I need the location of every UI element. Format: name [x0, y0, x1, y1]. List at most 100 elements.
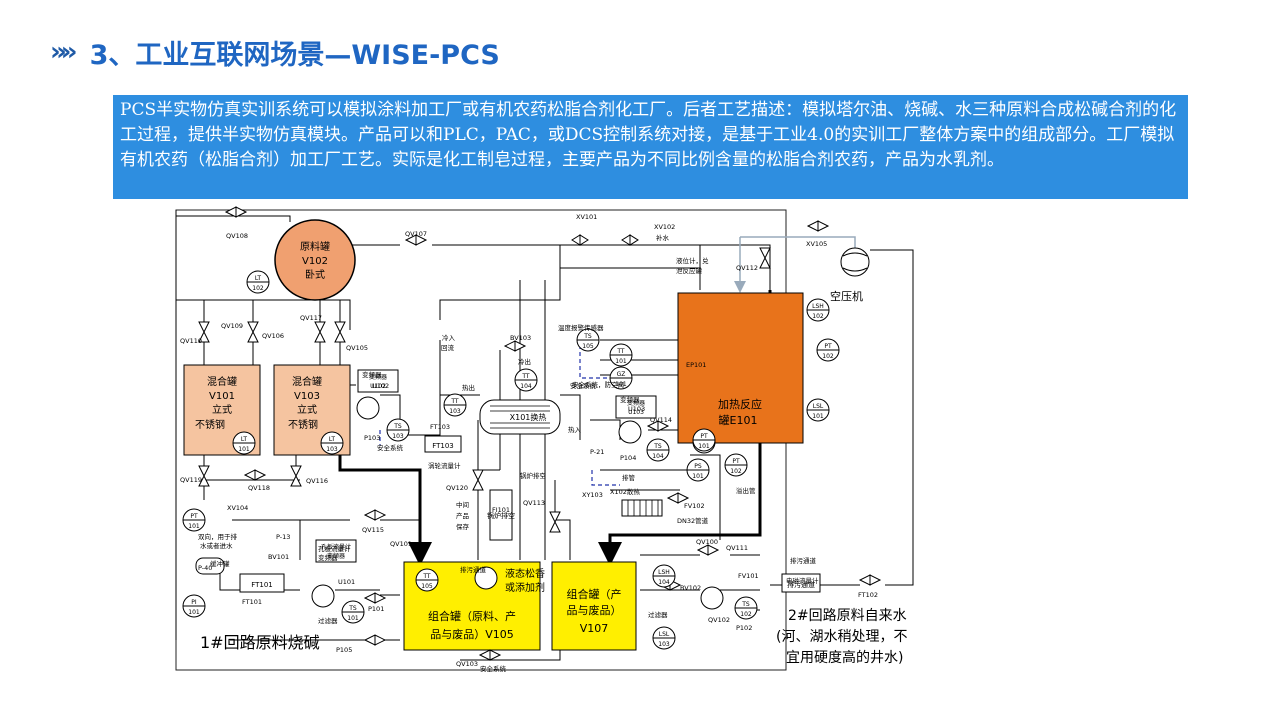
v101-l2: V101 — [209, 391, 235, 402]
raw-tank-type: 卧式 — [305, 268, 325, 281]
svg-text:101: 101 — [347, 615, 359, 622]
diagram-label: FI101 — [492, 506, 510, 514]
flowmeters — [239, 369, 821, 593]
diagram-label: XV104 — [227, 504, 248, 512]
diagram-label: 回流 — [441, 343, 455, 352]
diagram-label: P-13 — [276, 533, 290, 541]
v103-l3: 立式 — [297, 403, 317, 416]
diagram-label: P-21 — [590, 448, 604, 456]
diagram-label: 中间 — [456, 500, 469, 509]
diagram-label: 缓冲罐 — [210, 559, 230, 568]
diagram-label: 过滤器 — [648, 610, 668, 619]
svg-text:101: 101 — [615, 358, 627, 365]
diagram-label: QV107 — [405, 230, 427, 238]
ft102-text: 排污通道 — [787, 580, 815, 589]
title-row: »» 3、工业互联网场景—WISE-PCS — [50, 32, 500, 72]
diagram-label: 泄反应罐 — [676, 266, 703, 275]
svg-text:PT: PT — [732, 458, 740, 465]
diagram-label: 液位计，兑 — [676, 256, 709, 265]
svg-text:104: 104 — [520, 383, 532, 390]
diagram-label: 保存 — [456, 522, 470, 531]
diagram-label: 安全系统，防空阀 — [572, 380, 624, 389]
v103-l1: 混合罐 — [292, 375, 322, 388]
diagram-label: 双向，用于排 — [198, 532, 238, 541]
diagram-label: QV105 — [346, 344, 368, 352]
diagram-label: 孔板流量计 — [318, 544, 351, 553]
diagram-label: QV102 — [708, 616, 730, 624]
radiator-fins — [627, 500, 659, 516]
diagram-label: QV110 — [180, 337, 202, 345]
instrument-lsl-103: LSL 103 — [652, 626, 676, 650]
diagram-label: QV111 — [726, 544, 748, 552]
ft101-text: FT101 — [251, 581, 273, 589]
diagram-label: BV102 — [680, 584, 701, 592]
svg-text:102: 102 — [740, 611, 752, 618]
diagram-label: 安全系统 — [570, 381, 597, 390]
diagram-label: EP101 — [686, 361, 706, 369]
svg-text:LT: LT — [329, 436, 336, 443]
v103-l2: V103 — [294, 391, 320, 402]
diagram-label: FV102 — [684, 502, 705, 510]
ft103-box — [424, 435, 462, 453]
u102-t2: U102 — [370, 383, 386, 390]
svg-text:102: 102 — [252, 285, 264, 292]
pump-p104 — [618, 420, 642, 444]
diagram-label: 溢出管 — [736, 486, 756, 495]
diagram-label: 过滤器 — [318, 616, 338, 625]
diagram-label: P101 — [368, 605, 384, 613]
svg-text:105: 105 — [421, 583, 433, 590]
v105-l2: 品与废品）V105 — [430, 627, 514, 641]
diagram-label: XY103 — [582, 491, 603, 499]
diagram-label: FT101 — [242, 598, 262, 606]
svg-text:PT: PT — [700, 433, 708, 440]
svg-text:102: 102 — [822, 353, 834, 360]
raw-tank-label: 原料罐 — [300, 240, 330, 253]
svg-text:TT: TT — [450, 398, 459, 405]
diagram-label: XV105 — [806, 240, 827, 248]
ft102-box — [781, 573, 821, 593]
diagram-label: QV114 — [650, 416, 672, 424]
combo-tank-v107 — [551, 561, 637, 651]
diagram-label: 安全系统 — [377, 443, 404, 452]
svg-text:103: 103 — [658, 641, 670, 648]
diagram-label: 排污通道 — [790, 556, 817, 565]
diagram-label: QV115 — [362, 526, 384, 534]
u103-t2: U103 — [628, 409, 644, 416]
v107-l1: 组合罐（产 — [567, 587, 622, 601]
u103-box — [615, 395, 657, 419]
pumps — [311, 396, 724, 610]
loop2-l2: (河、湖水稍处理，不 — [776, 629, 907, 645]
diagram-label: 涡轮流量计 — [428, 461, 461, 470]
additive-l1: 液态松香 — [505, 567, 545, 580]
svg-text:LT: LT — [241, 436, 248, 443]
diagram-label: QV120 — [446, 484, 468, 492]
diagram-label: 锅炉排空 — [520, 471, 547, 480]
diagram-label: 安全系统 — [480, 664, 507, 673]
ft103-text: FT103 — [432, 442, 454, 450]
diagram-label: U103 — [628, 405, 645, 413]
diagram-label: QV113 — [523, 499, 545, 507]
svg-text:101: 101 — [812, 413, 824, 420]
diagram-label: FT103 — [430, 423, 450, 431]
buffer-tank — [195, 557, 225, 575]
reactor-l1: 加热反应 — [718, 397, 762, 411]
diagram-label: P102 — [736, 624, 752, 632]
v107-l2: 品与废品） — [567, 603, 622, 617]
diagram-label: QV119 — [180, 476, 202, 484]
v107-l3: V107 — [580, 622, 609, 635]
diagram-label: 补水 — [656, 233, 670, 242]
diagram-label: 产品 — [456, 511, 469, 520]
svg-text:LSH: LSH — [658, 569, 670, 576]
svg-text:LSL: LSL — [659, 631, 670, 638]
reactor-e101 — [677, 292, 804, 444]
compressor-label: 空压机 — [830, 289, 863, 303]
